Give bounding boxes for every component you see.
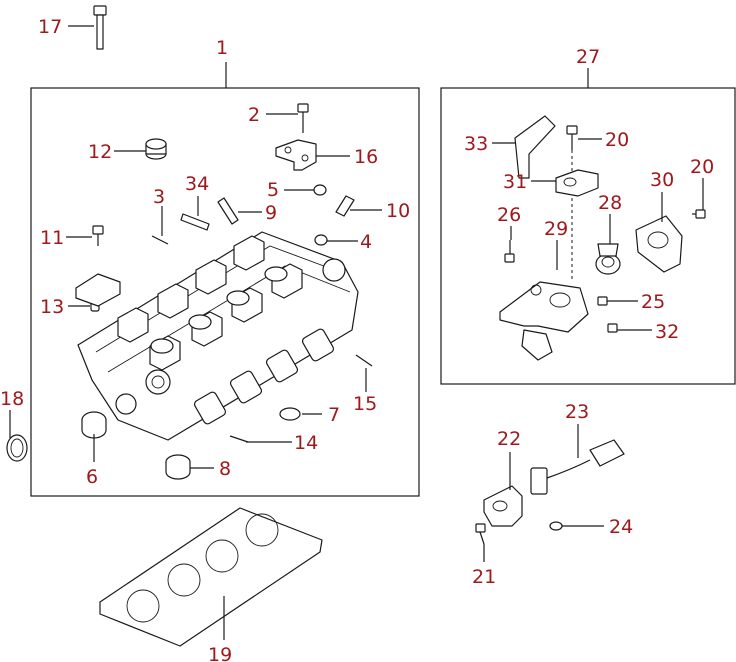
callout-28: 28 <box>598 192 622 214</box>
pin-10[interactable] <box>335 195 355 217</box>
pipe-9[interactable] <box>217 197 239 225</box>
water-inlet-29[interactable] <box>499 281 589 361</box>
cylinder-head[interactable] <box>77 231 359 441</box>
plug-12[interactable] <box>145 138 167 160</box>
connector-23[interactable] <box>530 439 625 495</box>
callout-5: 5 <box>267 179 279 201</box>
bearing-cap[interactable] <box>75 273 121 307</box>
callout-22: 22 <box>497 428 521 450</box>
bolt-20-upper[interactable] <box>566 125 578 150</box>
housing-31[interactable] <box>555 169 599 197</box>
bolt-21[interactable] <box>475 523 486 545</box>
thermostat-28[interactable] <box>595 243 621 275</box>
bolt-2[interactable] <box>297 103 309 133</box>
cap-5[interactable] <box>313 184 327 196</box>
callout-18: 18 <box>0 388 24 410</box>
seal-6[interactable] <box>81 411 107 439</box>
callout-labels: 1 2 3 4 5 6 7 8 9 10 11 12 13 14 15 16 1… <box>0 16 714 662</box>
callout-25: 25 <box>641 291 665 313</box>
cap-4[interactable] <box>314 234 328 246</box>
callout-13: 13 <box>40 296 64 318</box>
callout-4: 4 <box>360 231 372 253</box>
callout-2: 2 <box>248 104 260 126</box>
seal-7[interactable] <box>279 407 301 421</box>
bracket-16[interactable] <box>275 139 317 171</box>
stud-14[interactable] <box>229 435 249 443</box>
sensor-22[interactable] <box>483 485 523 527</box>
callout-20-upper: 20 <box>605 129 629 151</box>
bolt-11[interactable] <box>92 225 104 246</box>
callout-30: 30 <box>650 169 674 191</box>
callout-17: 17 <box>38 16 62 38</box>
callout-19: 19 <box>208 644 232 662</box>
callout-11: 11 <box>40 227 64 249</box>
bracket-33[interactable] <box>514 115 556 179</box>
callout-7: 7 <box>328 404 340 426</box>
bolt-17[interactable] <box>93 5 107 50</box>
callout-34: 34 <box>185 173 209 195</box>
callout-24: 24 <box>609 516 633 538</box>
callout-29: 29 <box>544 218 568 240</box>
callout-27: 27 <box>576 46 600 68</box>
callout-14: 14 <box>294 432 318 454</box>
callout-10: 10 <box>386 200 410 222</box>
callout-15: 15 <box>353 393 377 415</box>
bolt-26[interactable] <box>504 240 515 263</box>
callout-33: 33 <box>464 133 488 155</box>
callout-16: 16 <box>354 146 378 168</box>
callout-9: 9 <box>265 202 277 224</box>
bolt-32[interactable] <box>607 323 618 333</box>
callout-3: 3 <box>153 186 165 208</box>
callout-6: 6 <box>86 466 98 488</box>
seal-8[interactable] <box>165 454 191 480</box>
bolt-20-right[interactable] <box>692 209 706 219</box>
stud-3[interactable] <box>151 235 169 245</box>
callout-23: 23 <box>565 401 589 423</box>
cover-30[interactable] <box>635 215 683 273</box>
cylinder-head-group-box <box>30 87 420 497</box>
head-gasket[interactable] <box>99 507 323 647</box>
pipe-34[interactable] <box>180 213 210 231</box>
callout-8: 8 <box>219 458 231 480</box>
ring-18[interactable] <box>6 434 28 462</box>
callout-32: 32 <box>655 321 679 343</box>
bolt-25[interactable] <box>597 296 608 306</box>
clip-24[interactable] <box>549 521 563 531</box>
stud-15[interactable] <box>355 354 373 367</box>
callout-21: 21 <box>472 566 496 588</box>
callout-20-right: 20 <box>690 156 714 178</box>
callout-12: 12 <box>88 141 112 163</box>
callout-1: 1 <box>216 37 228 59</box>
leader-lines <box>9 25 704 640</box>
callout-31: 31 <box>503 171 527 193</box>
callout-26: 26 <box>497 204 521 226</box>
